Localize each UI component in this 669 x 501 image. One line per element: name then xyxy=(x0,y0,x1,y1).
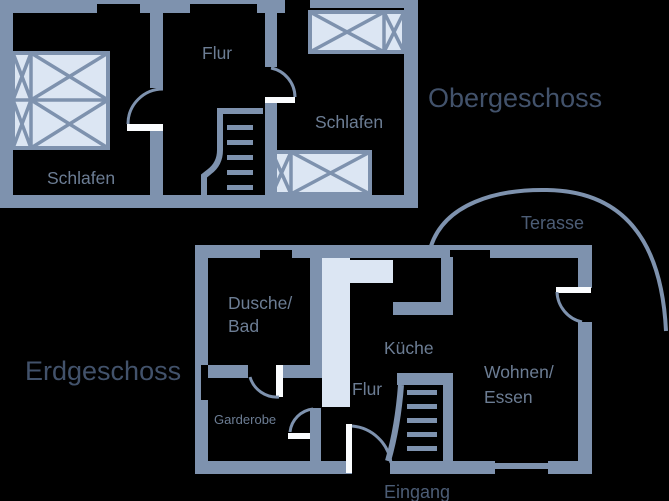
upper-floor-walls xyxy=(0,0,418,208)
kitchen-counter-icon xyxy=(393,257,453,315)
window-segment xyxy=(495,463,548,469)
annotation-terasse: Terasse xyxy=(521,213,584,233)
ground-floor-walls xyxy=(195,245,592,474)
room-label-schlafen-left: Schlafen xyxy=(47,168,115,188)
window-segment xyxy=(97,0,140,4)
room-label-wohnen-line1: Wohnen/ xyxy=(484,362,554,382)
door-bath-icon xyxy=(248,365,283,399)
room-label-garderobe: Garderobe xyxy=(214,412,276,427)
door-bedroom-right-icon xyxy=(265,66,297,103)
door-entrance-icon xyxy=(346,424,393,473)
room-label-schlafen-right: Schlafen xyxy=(315,112,383,132)
upper-floor-title: Obergeschoss xyxy=(428,83,602,113)
ground-floor-plan: Dusche/ Bad Küche Flur Wohnen/ Essen Gar… xyxy=(195,187,668,501)
door-wardrobe-icon xyxy=(288,407,314,439)
upper-floor-plan: Flur Schlafen Schlafen xyxy=(0,0,418,208)
room-label-kueche: Küche xyxy=(384,338,434,358)
window-segment xyxy=(260,245,292,250)
annotation-eingang: Eingang xyxy=(384,482,450,501)
room-label-flur-upper: Flur xyxy=(202,43,232,63)
single-bed-bottom-icon xyxy=(270,150,372,196)
door-bedroom-left-icon xyxy=(126,87,164,131)
ground-floor-title: Erdgeschoss xyxy=(25,356,181,386)
terrace-outline-arc xyxy=(429,187,668,332)
stairs-ground-icon xyxy=(385,373,453,462)
room-label-dusche-bad-line1: Dusche/ xyxy=(228,293,292,313)
stairs-upper-icon xyxy=(201,108,263,197)
room-label-wohnen-line2: Essen xyxy=(484,387,533,407)
single-bed-top-icon xyxy=(308,10,406,54)
window-segment xyxy=(195,365,201,400)
door-terrace-icon xyxy=(555,287,591,324)
window-segment xyxy=(450,245,490,250)
corridor-light-strip xyxy=(322,258,393,407)
room-label-flur-ground: Flur xyxy=(352,379,382,399)
double-bed-icon xyxy=(11,51,110,150)
window-segment xyxy=(190,0,257,4)
room-label-dusche-bad-line2: Bad xyxy=(228,316,259,336)
